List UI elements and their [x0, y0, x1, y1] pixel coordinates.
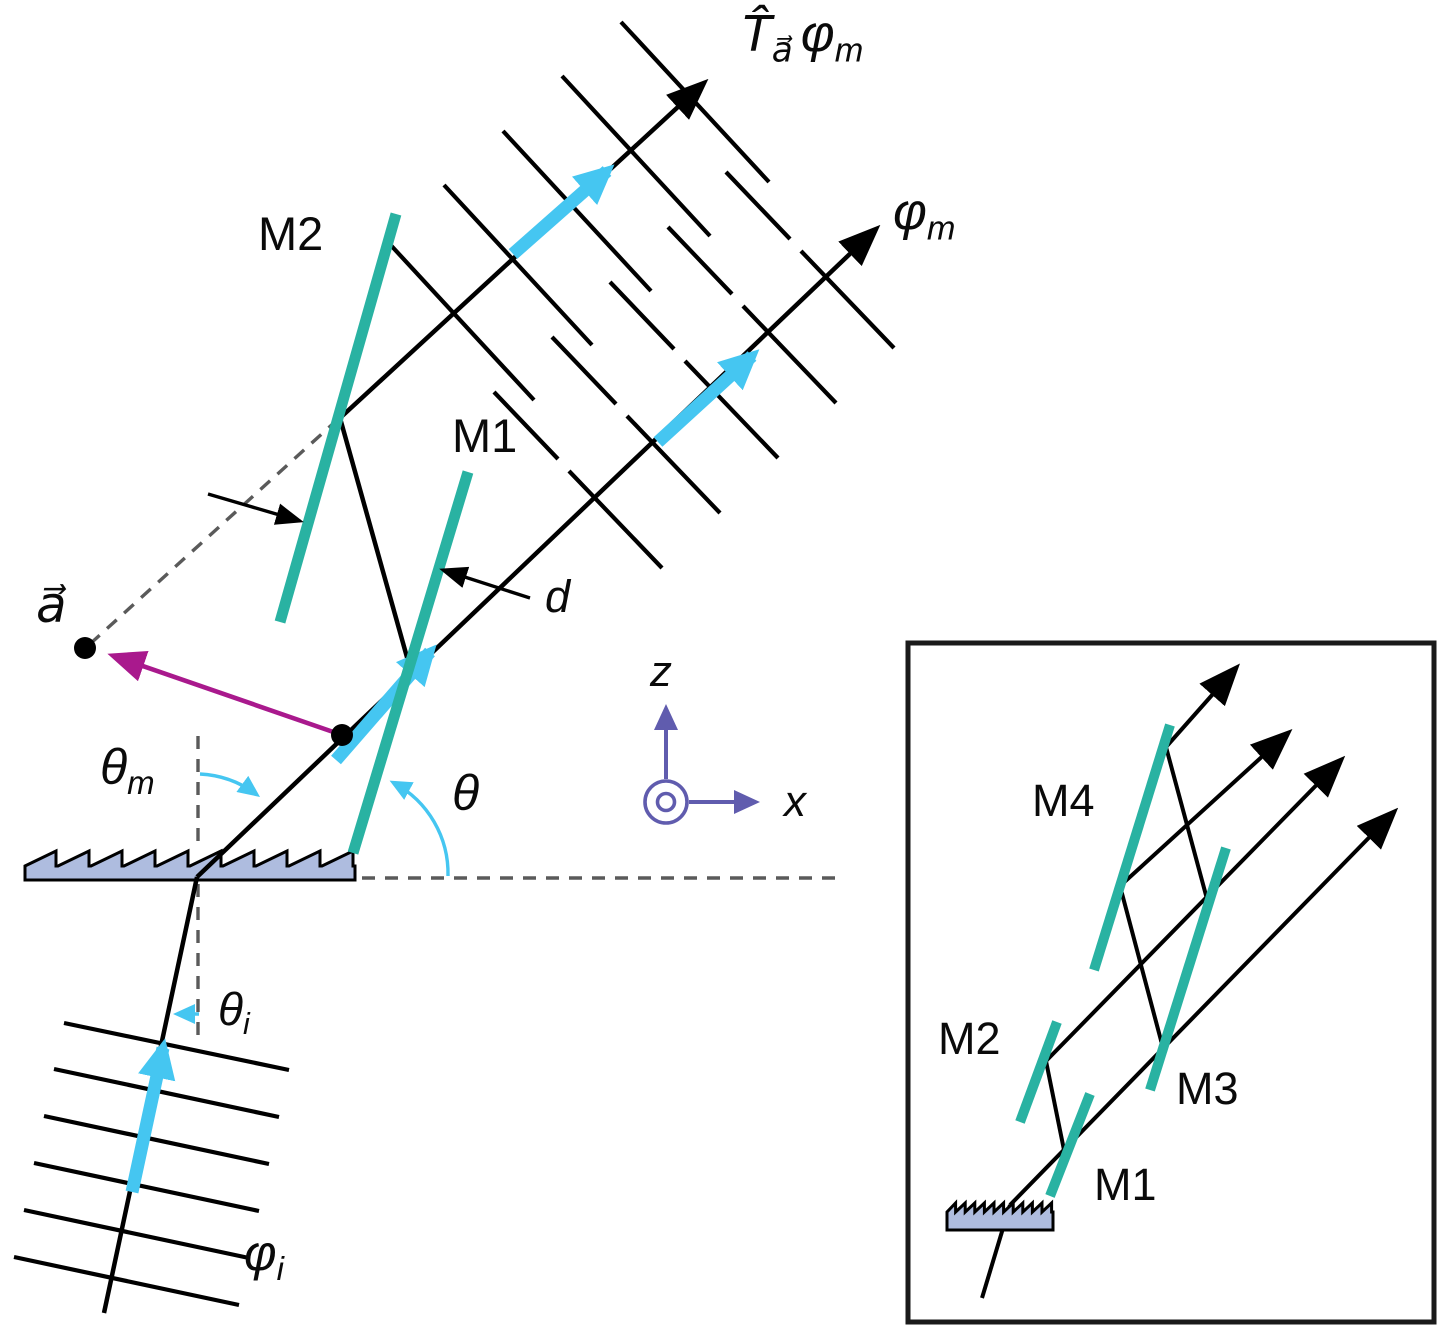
inset-mirror-m1 [1045, 1092, 1095, 1198]
diffracted-wave-arrow-upper [653, 349, 760, 447]
inset-mirror-m2 [1015, 1020, 1062, 1124]
diffraction-grating [23, 848, 357, 882]
label-axis-z: z [650, 647, 672, 696]
translation-operator-subscript: a⃗ [771, 31, 793, 70]
inset-panel [905, 640, 1437, 1325]
mirror-m1 [347, 470, 474, 855]
y-axis-out-of-page-icon-inner [655, 791, 677, 813]
label-mirror-m2: M2 [258, 207, 324, 260]
label-a-vector: a⃗ [36, 577, 67, 633]
label-inset-mirror-m3: M3 [1176, 1063, 1239, 1114]
theta-arc [389, 780, 450, 877]
direct-beam-wavefronts [567, 249, 896, 570]
label-mirror-m1: M1 [452, 409, 518, 462]
shifted-wave-arrow [508, 164, 615, 259]
phi-symbol: φ [800, 5, 835, 63]
label-theta: θ [452, 765, 480, 821]
inset-beam-m3-m4-low [1118, 885, 1165, 1049]
translation-operator-symbol: T̂ [740, 5, 772, 63]
virtual-source-dashed-line [88, 419, 338, 646]
inset-output-both-pairs [1164, 663, 1240, 749]
displacement-vector-arrow [107, 651, 343, 738]
phi-m-subscript: m [834, 31, 864, 70]
shifted-beam-wavefronts [384, 20, 771, 402]
diffracted-wave-arrow-lower [331, 644, 437, 765]
label-inset-mirror-m1: M1 [1094, 1159, 1157, 1210]
spacing-arrow-to-m2 [207, 492, 304, 525]
beam-m1-to-m2 [337, 417, 413, 669]
inset-output-pair1 [1044, 755, 1346, 1063]
coordinate-axes [643, 704, 760, 825]
label-phi-m: φm [893, 183, 956, 248]
label-inset-mirror-m2: M2 [938, 1013, 1001, 1064]
inset-mirror-m3 [1145, 846, 1231, 1092]
inset-beam-m1-m2 [1044, 1060, 1066, 1151]
inset-grating [945, 1199, 1055, 1232]
label-distance-d: d [545, 571, 571, 622]
beam-point-dot [331, 724, 353, 746]
spacing-arrow-to-m1 [439, 566, 531, 600]
inset-output-pair2 [1118, 728, 1293, 888]
label-phi-i: φi [244, 1225, 284, 1287]
label-theta-m: θm [100, 739, 155, 801]
theta-m-arc [199, 772, 261, 797]
label-axis-x: x [784, 777, 806, 826]
mirror-m2 [274, 212, 402, 624]
inset-mirror-m4 [1089, 723, 1175, 972]
direct-beam-wavefronts-offset [492, 170, 792, 461]
virtual-source-dot [74, 637, 96, 659]
incident-wavefronts [13, 1020, 290, 1308]
incident-wave-arrow [125, 1038, 176, 1194]
label-translated-wavefunction: T̂a⃗φm [740, 8, 863, 68]
label-theta-i: θi [218, 983, 250, 1042]
label-inset-mirror-m4: M4 [1032, 775, 1095, 826]
diffracted-beam-direct [195, 224, 881, 879]
inset-beam-m3-m4-high [1164, 746, 1209, 900]
